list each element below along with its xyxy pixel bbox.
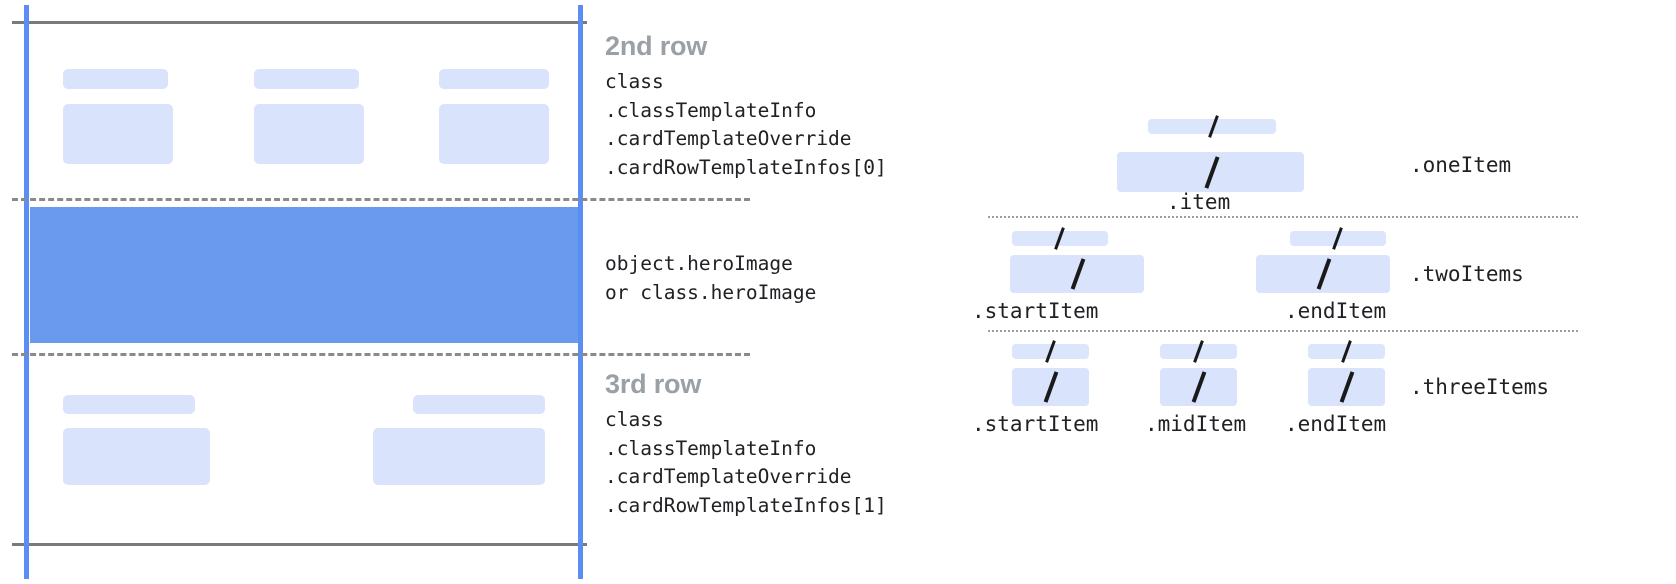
card-structure-diagram: [0, 0, 750, 584]
three-items-start-sublabel: .startItem: [972, 412, 1099, 436]
hero-image-code-line: object.heroImage: [605, 252, 793, 275]
placeholder-label: [413, 395, 545, 414]
one-item-sublabel: .item: [1167, 190, 1231, 214]
slash-glyph: [1316, 258, 1332, 290]
slash-glyph: [1341, 340, 1352, 363]
placeholder-value: [63, 104, 173, 164]
second-row-region: [30, 24, 578, 200]
third-row-region: [30, 360, 578, 540]
hero-image-code-line: or class.heroImage: [605, 280, 817, 304]
card-top-rule: [12, 21, 587, 24]
slash-glyph: [1043, 371, 1059, 403]
third-row-code-line: .cardTemplateOverride: [605, 465, 852, 488]
third-row-heading: 3rd row: [605, 369, 702, 399]
placeholder-label: [63, 395, 195, 414]
second-row-code-line: .cardRowTemplateInfos[0]: [605, 155, 887, 179]
third-row-code-line: class: [605, 408, 664, 431]
three-items-end-sublabel: .endItem: [1285, 412, 1387, 436]
slash-glyph: [1191, 371, 1207, 403]
slash-glyph: [1332, 227, 1343, 250]
row-divider-dashed: [12, 353, 750, 356]
third-row-annotation: 3rd row class .classTemplateInfo .cardTe…: [605, 369, 887, 520]
placeholder-value: [373, 428, 545, 485]
placeholder-value: [254, 104, 364, 164]
three-items-end-value-chip: [1308, 368, 1385, 406]
third-row-code-line: .classTemplateInfo: [605, 436, 817, 460]
second-row-code-line: class: [605, 70, 664, 93]
card-right-edge: [578, 5, 583, 579]
row-divider-dashed: [12, 198, 750, 201]
slash-glyph: [1054, 227, 1065, 250]
slash-glyph: [1193, 340, 1204, 363]
placeholder-value: [439, 104, 549, 164]
two-items-start-label-chip: [1012, 227, 1108, 250]
second-row-code-line: .cardTemplateOverride: [605, 127, 852, 150]
card-left-edge: [24, 5, 29, 579]
one-item-value-chip: [1117, 152, 1304, 192]
two-items-group-label: .twoItems: [1410, 262, 1524, 286]
placeholder-label: [439, 69, 549, 89]
second-row-annotation: 2nd row class .classTemplateInfo .cardTe…: [605, 31, 887, 182]
hero-image-annotation: object.heroImage or class.heroImage: [605, 250, 816, 307]
placeholder-label: [63, 69, 168, 89]
three-items-mid-value-chip: [1160, 368, 1237, 406]
card-bottom-rule: [12, 543, 587, 546]
three-items-end-label-chip: [1308, 340, 1385, 363]
slash-glyph: [1204, 156, 1220, 189]
second-row-heading: 2nd row: [605, 31, 708, 61]
two-items-end-sublabel: .endItem: [1285, 299, 1387, 323]
right-panel: .item .oneItem .startItem .endItem .twoI…: [960, 0, 1676, 584]
two-items-end-value-chip: [1256, 255, 1390, 293]
placeholder-value: [63, 428, 210, 485]
slash-glyph: [1045, 340, 1056, 363]
second-row-code-line: .classTemplateInfo: [605, 98, 817, 122]
one-item-group-label: .oneItem: [1410, 153, 1512, 177]
three-items-mid-sublabel: .midItem: [1145, 412, 1247, 436]
three-items-start-value-chip: [1012, 368, 1089, 406]
three-items-start-label-chip: [1012, 340, 1089, 363]
hero-image-band: [30, 207, 578, 343]
three-items-group-label: .threeItems: [1410, 375, 1550, 399]
group-divider-dotted: [988, 216, 1578, 218]
two-items-start-sublabel: .startItem: [972, 299, 1099, 323]
slash-glyph: [1339, 371, 1355, 403]
third-row-code-line: .cardRowTemplateInfos[1]: [605, 493, 887, 517]
one-item-label-chip: [1148, 115, 1276, 138]
two-items-end-label-chip: [1290, 227, 1386, 250]
two-items-start-value-chip: [1010, 255, 1144, 293]
three-items-mid-label-chip: [1160, 340, 1237, 363]
slash-glyph: [1070, 258, 1086, 290]
group-divider-dotted: [988, 330, 1578, 332]
placeholder-label: [254, 69, 359, 89]
slash-glyph: [1208, 115, 1219, 138]
